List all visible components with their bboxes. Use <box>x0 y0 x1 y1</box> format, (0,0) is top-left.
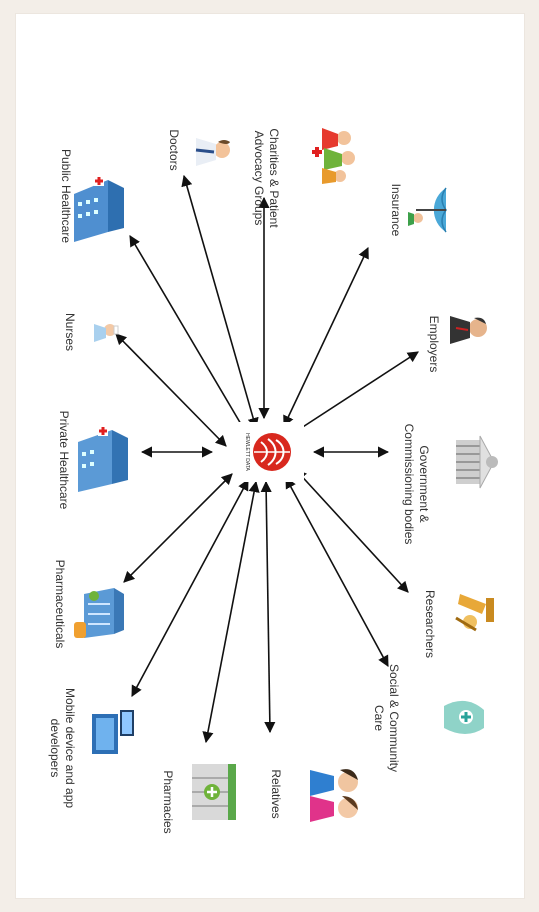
label-private-healthcare: Private Healthcare <box>57 411 71 510</box>
label-line: developers <box>48 719 62 778</box>
center-logo: HEWLETT DATA <box>238 422 304 482</box>
label-government: Government &Commissioning bodies <box>402 424 431 545</box>
people-group-icon <box>312 128 355 184</box>
label-pharmacies: Pharmacies <box>161 770 175 833</box>
arrow-pharmacies <box>202 480 260 744</box>
family-icon <box>310 769 358 822</box>
label-line: Private Healthcare <box>57 411 71 510</box>
diagram-frame: HEWLETT DATA <box>16 14 524 898</box>
arrow-doctors <box>181 174 259 430</box>
hospital-building-icon <box>78 426 128 492</box>
label-charities: Charities & PatientAdvocacy Groups <box>252 128 281 228</box>
label-line: Insurance <box>389 184 403 237</box>
label-line: Employers <box>427 316 441 373</box>
label-relatives: Relatives <box>269 769 283 818</box>
nurse-icon <box>94 324 119 342</box>
stakeholder-diagram: HEWLETT DATA <box>48 128 498 834</box>
logo-caption: HEWLETT DATA <box>244 433 250 471</box>
label-line: Care <box>372 705 386 731</box>
label-line: Government & <box>417 445 431 522</box>
label-public-healthcare: Public Healthcare <box>59 149 73 243</box>
label-line: Researchers <box>423 590 437 658</box>
label-line: Social & Community <box>387 664 401 772</box>
label-line: Pharmacies <box>161 770 175 833</box>
arrow-researchers <box>295 469 409 593</box>
arrow-pharmaceuticals <box>123 473 233 583</box>
label-line: Public Healthcare <box>59 149 73 243</box>
label-line: Pharmaceuticals <box>53 560 67 649</box>
label-doctors: Doctors <box>167 129 181 170</box>
arrow-social-care <box>285 477 389 667</box>
businessman-icon <box>450 316 487 344</box>
label-line: Nurses <box>63 313 77 351</box>
microscope-icon <box>455 594 494 632</box>
pharma-factory-icon <box>74 588 124 638</box>
label-line: Charities & Patient <box>267 128 281 228</box>
devices-icon <box>92 710 134 754</box>
label-line: Doctors <box>167 129 181 170</box>
doctor-icon <box>195 138 230 166</box>
label-line: Advocacy Groups <box>252 131 266 226</box>
label-line: Commissioning bodies <box>402 424 416 545</box>
red-logo-icon <box>253 433 291 471</box>
arrow-relatives <box>260 480 276 734</box>
pharmacy-icon <box>192 764 236 820</box>
arrow-insurance <box>283 246 369 428</box>
node-labels: Public Healthcare Doctors Charities & Pati… <box>48 128 441 833</box>
hospital-building-icon <box>74 176 124 242</box>
label-line: Mobile device and app <box>63 688 77 808</box>
label-social-care: Social & CommunityCare <box>372 664 401 772</box>
arrow-mobile <box>131 479 249 697</box>
connector-arrows <box>115 174 419 744</box>
arrow-nurses <box>115 333 227 447</box>
node-icons <box>74 128 498 822</box>
label-mobile: Mobile device and appdevelopers <box>48 688 77 808</box>
caring-hands-icon <box>444 700 484 734</box>
label-line: Relatives <box>269 769 283 818</box>
arrow-employers <box>291 351 419 435</box>
government-building-icon <box>456 435 498 489</box>
umbrella-icon <box>408 187 447 233</box>
label-insurance: Insurance <box>389 184 403 237</box>
label-employers: Employers <box>427 316 441 373</box>
label-pharmaceuticals: Pharmaceuticals <box>53 560 67 649</box>
label-researchers: Researchers <box>423 590 437 658</box>
label-nurses: Nurses <box>63 313 77 351</box>
